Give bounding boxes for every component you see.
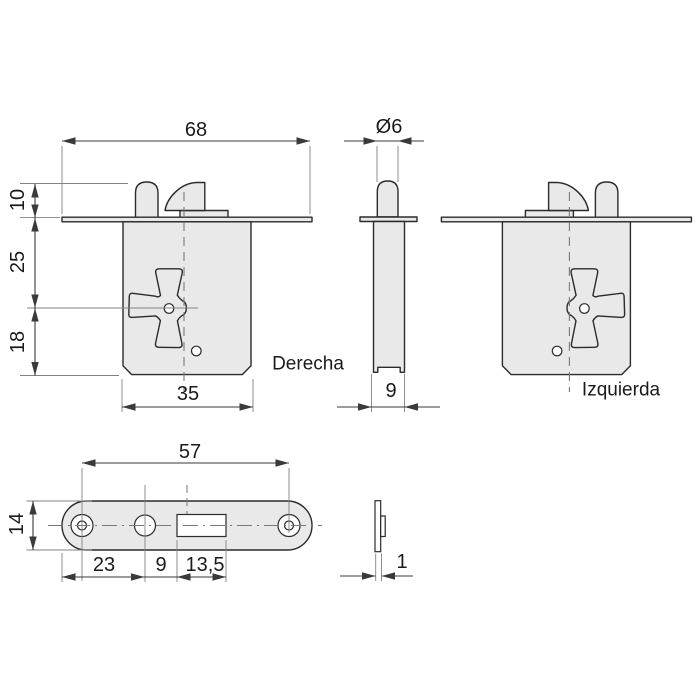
front-view-left	[440, 181, 693, 393]
dim-pin-height: 10	[7, 188, 29, 212]
dim-plate-to-spindle: 25	[7, 250, 29, 274]
strike-plate-top-view	[48, 485, 322, 551]
dim-strike-hole-spacing: 57	[178, 441, 202, 463]
view-label-right: Derecha	[272, 353, 344, 375]
strike-plate-edge-view	[374, 500, 386, 553]
dim-spindle-to-bottom: 18	[7, 330, 29, 354]
dim-strike-hole-to-slot: 9	[155, 554, 167, 576]
view-label-left: Izquierda	[581, 379, 661, 401]
side-pin	[376, 180, 399, 218]
dim-body-width: 35	[176, 383, 200, 405]
dim-flange-width: 68	[184, 119, 208, 141]
strike-edge-tab	[380, 515, 386, 538]
strike-edge-plate	[374, 500, 382, 553]
dimension-annotations	[20, 137, 440, 582]
dim-body-depth: 9	[385, 380, 397, 402]
side-body	[372, 220, 406, 373]
dim-spindle-diameter: Ø6	[375, 116, 403, 138]
dim-strike-end-to-hole: 23	[92, 554, 116, 576]
dim-strike-thickness: 1	[396, 551, 408, 573]
side-view	[359, 180, 418, 373]
dim-strike-height: 14	[6, 512, 28, 536]
dim-strike-slot-width: 13,5	[185, 554, 225, 576]
